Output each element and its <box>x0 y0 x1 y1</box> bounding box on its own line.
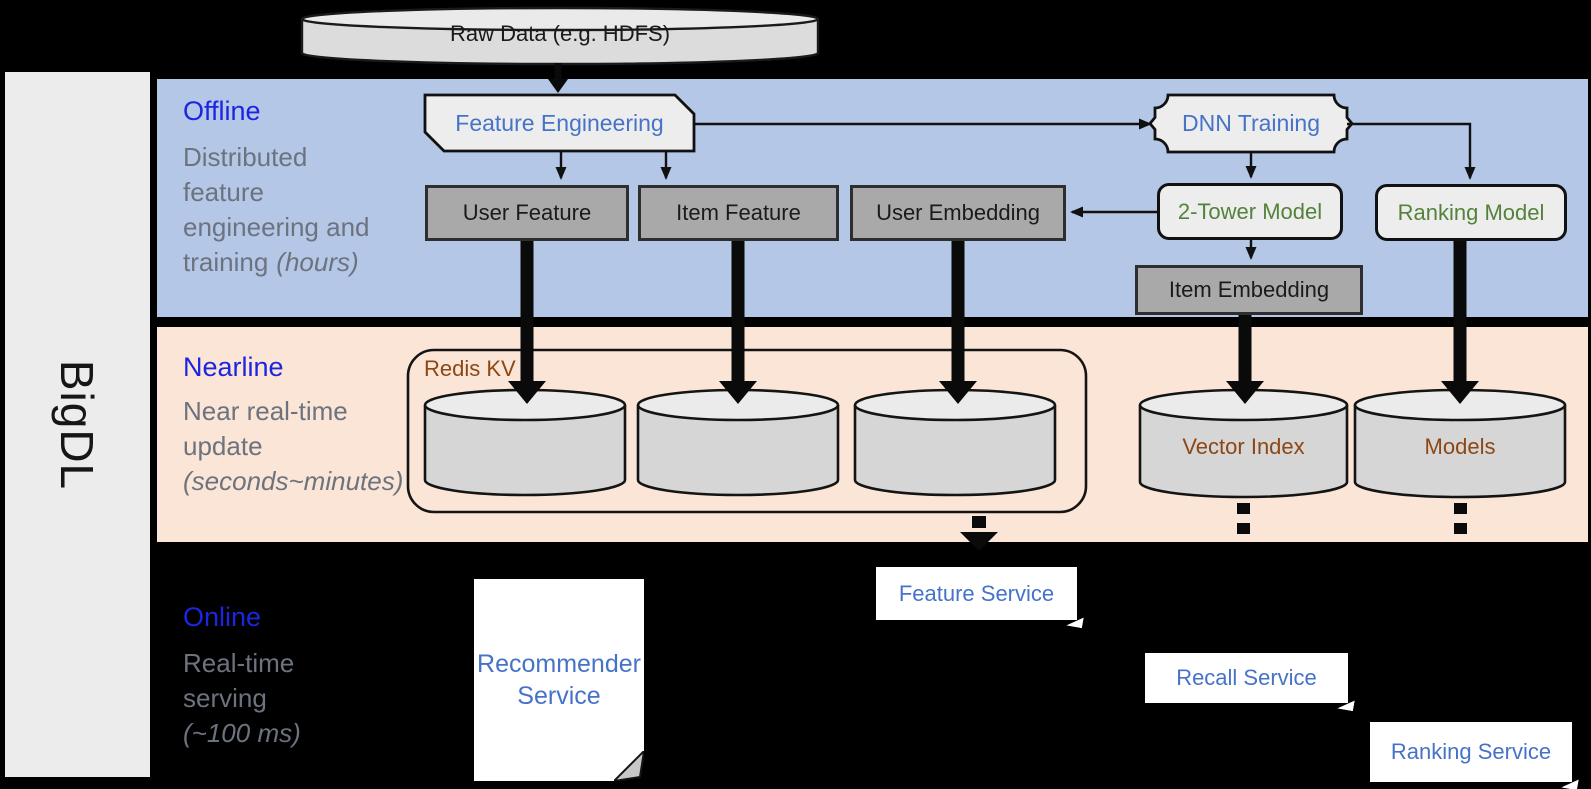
recommender-service-folded-corner <box>614 751 644 781</box>
node-item-embedding: Item Embedding <box>1135 265 1363 315</box>
node-feature-service: Feature Service <box>876 567 1077 620</box>
offline-lane-description-text: Distributed feature engineering and trai… <box>183 142 370 277</box>
nearline-lane-duration: (seconds~minutes) <box>183 466 404 496</box>
nearline-lane-description: Near real-time update (seconds~minutes) <box>183 394 443 499</box>
dnn-training-shape <box>1148 93 1354 154</box>
redis-cylinder-2 <box>636 388 840 497</box>
thick-arrow-item-feature-to-redis <box>719 240 757 404</box>
node-user-feature: User Feature <box>425 185 629 241</box>
online-lane-description: Real-time serving (~100 ms) <box>183 646 433 751</box>
arrow-rawdata-to-feature-engineering <box>548 63 568 93</box>
redis-cylinder-3 <box>853 388 1057 497</box>
redis-kv-label: Redis KV <box>424 356 516 381</box>
arrow-dnn-to-ranking-model <box>1347 122 1476 180</box>
thick-arrow-ranking-model-to-models <box>1441 240 1479 404</box>
dashed-arrow-redis-to-feature-service <box>960 516 998 551</box>
vector-index-cylinder <box>1138 388 1349 499</box>
models-label: Models <box>1424 434 1496 459</box>
redis-cylinder-1 <box>423 388 627 497</box>
node-ranking-model: Ranking Model <box>1375 184 1567 241</box>
online-lane-description-text: Real-time serving <box>183 648 295 713</box>
node-user-embedding: User Embedding <box>850 185 1066 241</box>
node-item-feature: Item Feature <box>638 185 839 241</box>
offline-lane-duration: (hours) <box>276 247 359 277</box>
node-two-tower-model: 2-Tower Model <box>1157 183 1343 240</box>
nearline-lane-description-text: Near real-time update <box>183 396 348 461</box>
recommender-service-document: Recommender Service <box>474 579 644 781</box>
redis-kv-container <box>406 348 1088 514</box>
online-lane-duration: (~100 ms) <box>183 718 301 748</box>
raw-data-label: Raw Data (e.g. HDFS) <box>449 21 671 46</box>
recommender-service-label: Recommender Service <box>477 650 641 710</box>
dashed-connector-models-to-ranking-service <box>1454 503 1467 534</box>
node-ranking-service: Ranking Service <box>1370 722 1572 782</box>
sidebar: BigDL <box>5 72 150 777</box>
dashed-connector-vector-index-to-recall-service <box>1237 503 1250 534</box>
thick-arrow-user-feature-to-redis <box>508 240 546 404</box>
node-recall-service: Recall Service <box>1145 653 1348 703</box>
thick-arrow-user-embedding-to-redis <box>939 240 977 404</box>
online-lane-title: Online <box>183 602 262 632</box>
vector-index-label: Vector Index <box>1182 434 1305 459</box>
feature-engineering-shape <box>423 93 696 153</box>
node-feature-engineering: Feature Engineering <box>455 109 664 136</box>
models-cylinder <box>1353 388 1567 499</box>
thick-arrow-item-embedding-to-vector-index <box>1226 314 1264 404</box>
offline-lane-title: Offline <box>183 96 261 126</box>
nearline-lane-title: Nearline <box>183 352 284 382</box>
node-dnn-training: DNN Training <box>1181 110 1321 136</box>
offline-lane-description: Distributed feature engineering and trai… <box>183 140 433 280</box>
